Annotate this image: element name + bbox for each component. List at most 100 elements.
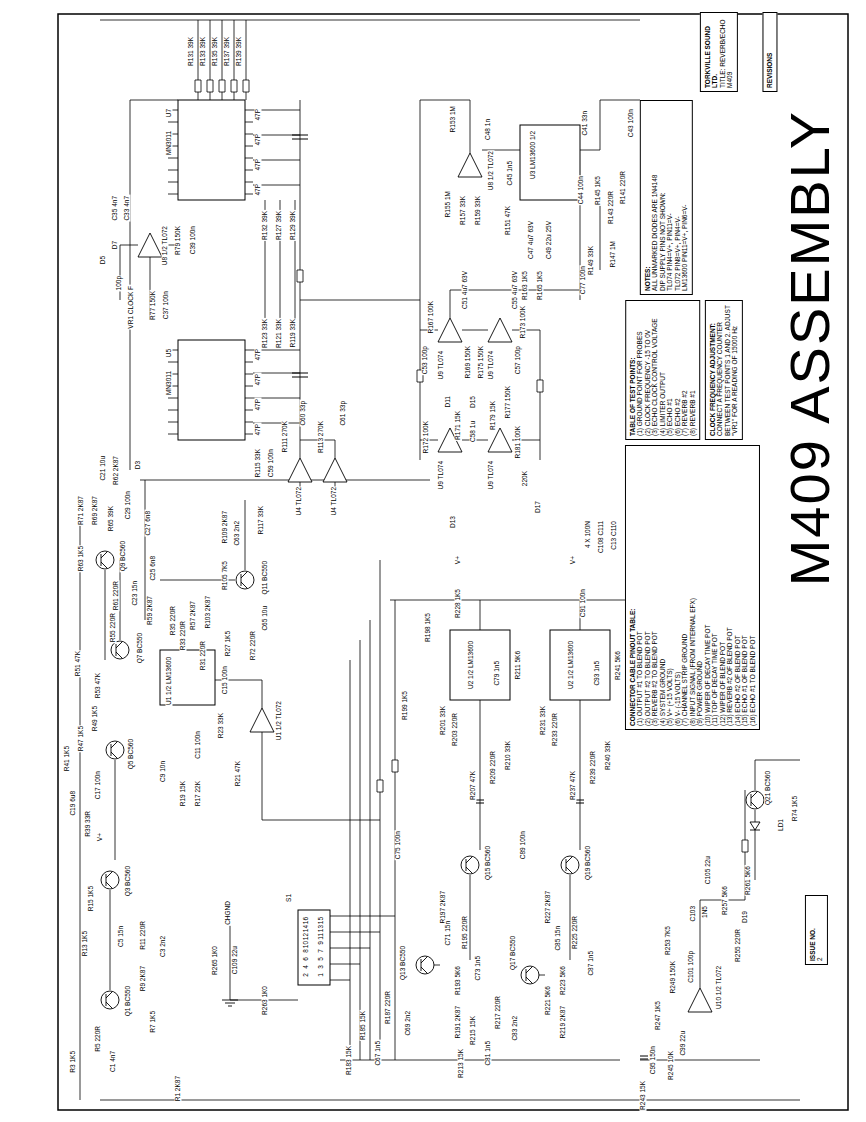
part-label: S1 (286, 893, 293, 903)
issue-box: ISSUE NO.2 (805, 895, 828, 965)
part-label: R119 33K (290, 318, 297, 348)
note-text: TL072 PIN8=V+, PIN4=V- (674, 104, 681, 291)
part-label: C77 100n (580, 265, 587, 295)
part-label: U8 1/2 TL072 (488, 150, 495, 191)
part-label: D5 (100, 255, 107, 265)
note-text: (2) CLOCK FREQUENCY -15 TO 0V (644, 304, 651, 436)
pin-number: 11 (318, 932, 325, 941)
part-label: R157 33K (460, 195, 467, 226)
part-label: C41 33n (582, 110, 589, 137)
part-label: 47P (255, 133, 262, 147)
part-label: R39 33R (85, 810, 92, 838)
note-text: LM13600 PIN11=V+, PIN6=V- (681, 104, 688, 291)
part-label: R137 39K (224, 36, 231, 67)
part-label: C53 100p (422, 345, 429, 375)
note-text: (1) OUTPUT #1 TO BLEND POT (636, 449, 643, 726)
part-label: R151 47K (505, 205, 512, 236)
part-label: D17 (535, 500, 542, 514)
part-label: R5 220R (95, 1025, 102, 1053)
part-label: R233 220R (552, 712, 559, 747)
note-text: CONNECT A FREQUENCY COUNTER BETWEEN TEST… (716, 304, 738, 436)
part-label: R231 33K (540, 705, 547, 736)
pin-number: 1 (318, 972, 325, 978)
part-label: R143 220R (608, 190, 615, 225)
part-label: R198 1K5 (425, 612, 432, 643)
part-label: MN3011 (166, 370, 173, 396)
part-label: Q11 BC550 (262, 560, 269, 595)
part-label: R237 47K (570, 770, 577, 801)
part-label: U3 LM13600 1/2 (530, 130, 537, 180)
part-label: R135 39K (212, 36, 219, 67)
note-text: (7) CHANNEL STRIP GROUND (681, 449, 688, 726)
part-label: CHGND (225, 900, 232, 926)
part-label: R13 1K5 (82, 930, 89, 957)
part-label: R129 39K (290, 210, 297, 241)
part-label: U10 1/2 TL072 (716, 965, 723, 1010)
part-label: R131 39K (188, 36, 195, 67)
part-label: C89 100n (520, 830, 527, 860)
part-label: R155 1M (445, 190, 452, 218)
part-label: R221 5K6 (545, 985, 552, 1016)
part-label: C101 100p (688, 950, 695, 984)
note-text: (6) V- (-15 VOLTS) (674, 449, 681, 726)
note-text: (7) REVERB #2 (681, 304, 688, 436)
part-label: R11 220R (140, 920, 147, 951)
part-label: R183 15K (346, 1045, 353, 1076)
part-label: C63 2n2 (234, 520, 241, 547)
pin-number: 5 (318, 956, 325, 962)
part-label: R211 5K6 (515, 650, 522, 680)
note-text: (15) ECHO #1 OF BLEND POT (741, 449, 748, 726)
part-label: R132 39K (262, 210, 269, 241)
part-label: LD1 (778, 818, 785, 832)
part-label: D11 (445, 395, 452, 408)
part-label: C9 10n (160, 760, 167, 783)
part-label: C85 15n (555, 925, 562, 952)
notes-box: NOTES:ALL UNMARKED DIODES ARE 1N4148DIP … (640, 100, 693, 295)
part-label: R172 100K (423, 420, 430, 455)
part-label: R153 1M (450, 105, 457, 133)
part-label: Q15 BC560 (485, 845, 492, 881)
part-label: MN3011 (166, 130, 173, 156)
part-label: C43 100n (628, 108, 635, 138)
note-text: ALL UNMARKED DIODES ARE 1N4148 (651, 104, 658, 291)
part-label: R228 1K5 (455, 588, 462, 619)
note-text: (6) ECHO #2 (674, 304, 681, 436)
part-label: U2 1/2 LM13600 (468, 640, 475, 690)
part-label: C105 22u (705, 855, 712, 885)
title-block: TORKVILLE SOUND LTD.TITLE: REVERB/ECHOM4… (700, 12, 738, 92)
note-text: (1) GROUND POINT FOR PROBES (636, 304, 643, 436)
note-text: (4) LIMITER OUTPUT (659, 304, 666, 436)
part-label: R239 220R (590, 750, 597, 785)
part-label: R7 1K5 (150, 1010, 157, 1034)
note-text: (3) REVERB #2 TO BLEND POT (651, 449, 658, 726)
part-label: C17 100n (95, 770, 102, 800)
part-label: C83 2n2 (512, 1015, 519, 1042)
part-label: R105 7K5 (222, 560, 229, 591)
part-label: C73 1n5 (475, 955, 482, 982)
note-text: REVISIONS (766, 16, 773, 88)
part-label: R193 5K6 (455, 965, 462, 996)
ic-symbol (520, 125, 580, 200)
part-label: Q1 BC550 (125, 985, 132, 1017)
part-label: R195 220R (462, 915, 469, 950)
part-label: R71 2K87 (78, 495, 85, 526)
part-label: R181 100K (515, 425, 522, 460)
part-label: C79 1n5 (494, 660, 501, 687)
part-label: R109 2K87 (222, 510, 229, 545)
part-label: C59 100n (268, 448, 275, 478)
part-label: 1N5 (702, 905, 709, 919)
part-label: Q13 BC550 (400, 945, 407, 981)
part-label: R227 2K87 (545, 890, 552, 925)
part-label: C91 100n (580, 588, 587, 618)
note-text: (3) ECHO CLOCK CONTROL VOLTAGE (651, 304, 658, 436)
part-label: C1 4n7 (110, 1050, 117, 1073)
part-label: 4 X 100N (585, 520, 592, 549)
part-label: C49 22u 25V (546, 220, 553, 260)
part-label: R133 39K (200, 36, 207, 67)
pin-number: 7 (318, 948, 325, 954)
supply-label: V+ (455, 555, 462, 565)
pin-number: 16 (303, 916, 310, 925)
part-label: R219 2K87 (560, 1005, 567, 1040)
part-label: C81 1n5 (485, 1040, 492, 1067)
